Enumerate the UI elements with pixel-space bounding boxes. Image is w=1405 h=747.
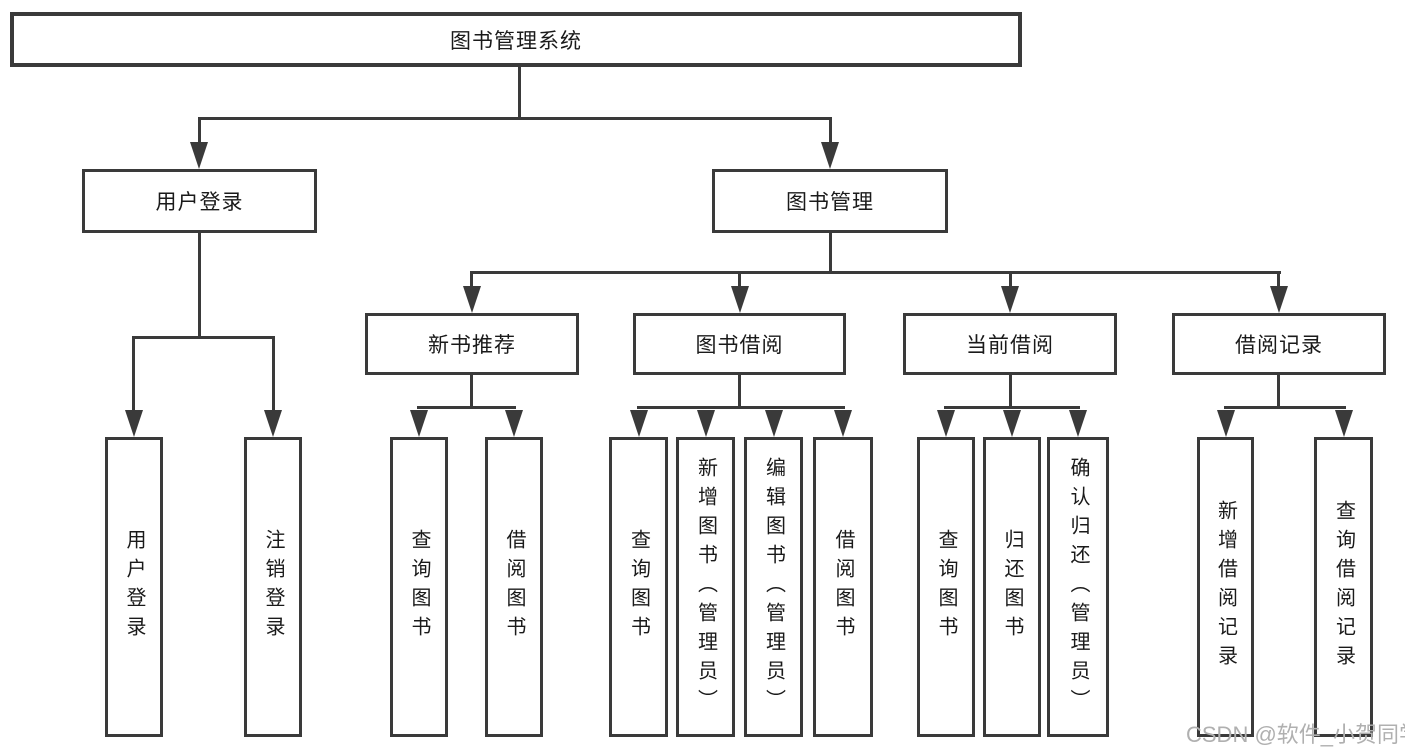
node-borrow-records: 借阅记录 <box>1172 313 1386 375</box>
arrow-down-icon <box>630 410 648 437</box>
connector-line <box>1277 272 1280 288</box>
leaf-edit-book-admin: 编辑图书（管理员） <box>744 437 803 737</box>
arrow-down-icon <box>731 286 749 313</box>
node-user-login: 用户登录 <box>82 169 317 233</box>
leaf-logout: 注销登录 <box>244 437 302 737</box>
node-current-borrow: 当前借阅 <box>903 313 1117 375</box>
node-book-management: 图书管理 <box>712 169 948 233</box>
leaf-query-book-borrow: 查询图书 <box>609 437 668 737</box>
arrow-down-icon <box>410 410 428 437</box>
leaf-user-login: 用户登录 <box>105 437 163 737</box>
connector-line <box>1224 406 1346 409</box>
arrow-down-icon <box>1003 410 1021 437</box>
connector-line <box>738 272 741 288</box>
arrow-down-icon <box>765 410 783 437</box>
connector-line <box>1009 272 1012 288</box>
connector-line <box>829 118 832 144</box>
connector-line <box>132 336 275 339</box>
leaf-borrow-book: 借阅图书 <box>813 437 873 737</box>
connector-line <box>470 271 1281 274</box>
connector-line <box>198 233 201 339</box>
leaf-confirm-return-admin: 确认归还（管理员） <box>1047 437 1109 737</box>
node-book-borrow: 图书借阅 <box>633 313 846 375</box>
arrow-down-icon <box>1217 410 1235 437</box>
node-new-book-recommend: 新书推荐 <box>365 313 579 375</box>
connector-line <box>132 337 135 411</box>
leaf-borrow-book-recommend: 借阅图书 <box>485 437 543 737</box>
connector-line <box>198 117 832 120</box>
connector-line <box>1009 375 1012 409</box>
arrow-down-icon <box>1335 410 1353 437</box>
connector-line <box>1277 375 1280 409</box>
arrow-down-icon <box>821 142 839 169</box>
arrow-down-icon <box>1001 286 1019 313</box>
arrow-down-icon <box>1069 410 1087 437</box>
connector-line <box>944 406 1080 409</box>
connector-line <box>518 67 521 118</box>
leaf-add-borrow-record: 新增借阅记录 <box>1197 437 1254 737</box>
leaf-query-book-current: 查询图书 <box>917 437 975 737</box>
arrow-down-icon <box>697 410 715 437</box>
arrow-down-icon <box>463 286 481 313</box>
arrow-down-icon <box>1270 286 1288 313</box>
arrow-down-icon <box>505 410 523 437</box>
connector-line <box>470 272 473 288</box>
arrow-down-icon <box>834 410 852 437</box>
connector-line <box>198 118 201 144</box>
leaf-add-book-admin: 新增图书（管理员） <box>676 437 735 737</box>
leaf-return-book: 归还图书 <box>983 437 1041 737</box>
arrow-down-icon <box>125 410 143 437</box>
connector-line <box>470 375 473 409</box>
csdn-watermark: CSDN @软件_小贺同学 <box>1186 722 1405 747</box>
leaf-query-book-recommend: 查询图书 <box>390 437 448 737</box>
connector-line <box>417 406 516 409</box>
arrow-down-icon <box>937 410 955 437</box>
connector-line <box>829 233 832 274</box>
connector-line <box>738 375 741 409</box>
connector-line <box>637 406 845 409</box>
arrow-down-icon <box>190 142 208 169</box>
node-root: 图书管理系统 <box>10 12 1022 67</box>
connector-line <box>272 337 275 411</box>
leaf-query-borrow-record: 查询借阅记录 <box>1314 437 1373 737</box>
arrow-down-icon <box>264 410 282 437</box>
